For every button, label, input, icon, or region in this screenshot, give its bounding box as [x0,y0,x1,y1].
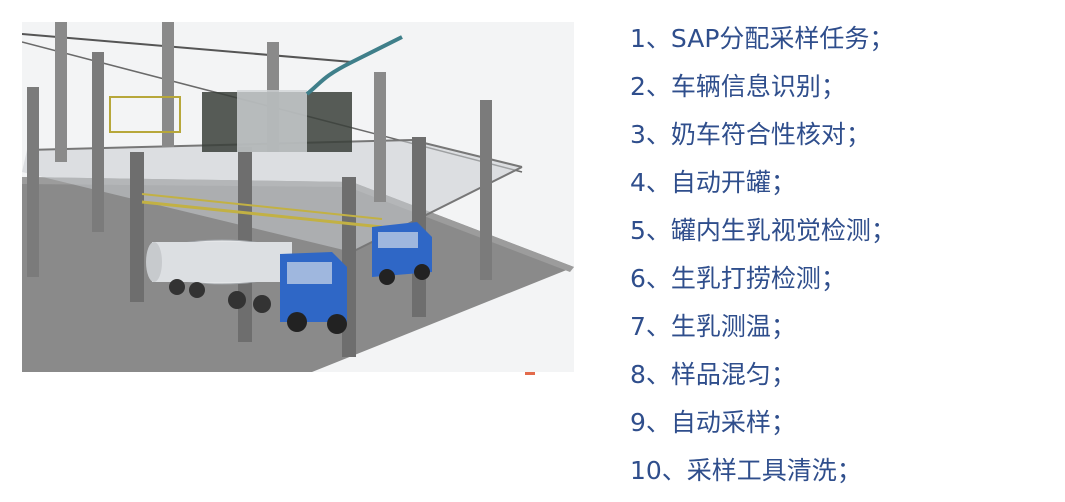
step-item: 6、生乳打捞检测； [630,264,846,293]
step-item: 3、奶车符合性核对； [630,120,871,149]
step-item: 9、自动采样； [630,408,796,437]
step-item: 8、样品混匀； [630,360,796,389]
sampling-station-render [22,22,574,372]
accent-mark [525,372,535,375]
step-item: 5、罐内生乳视觉检测； [630,216,896,245]
step-item: 4、自动开罐； [630,168,796,197]
process-steps-list: 1、SAP分配采样任务； 2、车辆信息识别； 3、奶车符合性核对； 4、自动开罐… [630,15,896,495]
step-item: 7、生乳测温； [630,312,796,341]
step-item: 2、车辆信息识别； [630,72,846,101]
step-item: 10、采样工具清洗； [630,456,862,485]
step-item: 1、SAP分配采样任务； [630,24,895,53]
